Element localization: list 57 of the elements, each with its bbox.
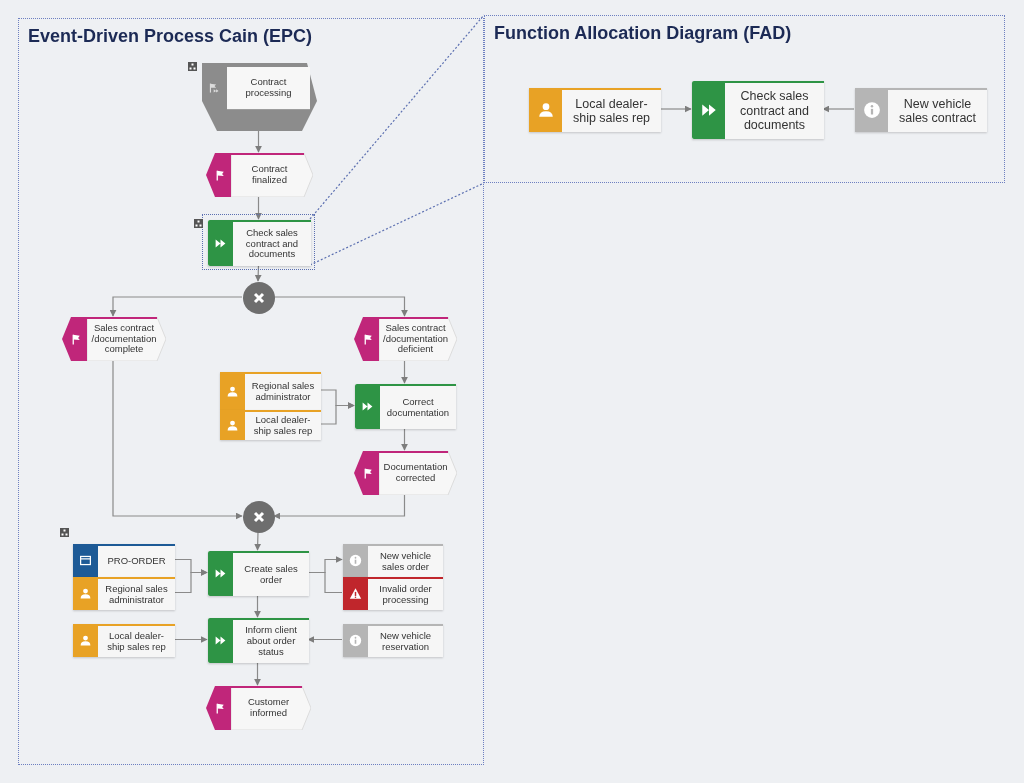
node-label: New vehicle sales contract (897, 96, 978, 126)
node-label: Sales contract /documentation deficient (382, 322, 449, 356)
risk-box (343, 577, 443, 610)
function-box (355, 384, 456, 429)
node-label: Regional sales administrator (250, 381, 316, 403)
node-label: Check sales contract and documents (739, 89, 810, 133)
function-box (208, 551, 309, 596)
arrow (254, 594, 261, 618)
information-box (343, 624, 443, 657)
function-box (208, 618, 309, 663)
xor-connector (243, 282, 275, 314)
node-label: Contract processing (244, 77, 293, 99)
zoom-line (309, 14, 485, 220)
arrow (401, 427, 408, 451)
node-label: PRO-ORDER (107, 556, 166, 567)
node-label: Sales contract /documentation complete (90, 322, 158, 356)
event-hexagon (62, 317, 166, 361)
org-unit-box (73, 624, 175, 657)
node-label: Regional sales administrator (104, 583, 169, 606)
node-label: Customer informed (246, 697, 291, 719)
node-label: New vehicle reservation (378, 630, 433, 653)
panel-title: Event-Driven Process Cain (EPC) (28, 25, 313, 48)
arrow (254, 531, 262, 551)
node-label: New vehicle sales order (378, 550, 433, 573)
node-label: Create sales order (243, 563, 299, 586)
xor-connector (243, 501, 275, 533)
org-unit-box (73, 577, 175, 610)
event-hexagon (354, 317, 457, 361)
arrow (273, 296, 408, 317)
arrow (109, 296, 243, 317)
node-label: Local dealer-ship sales rep (106, 630, 167, 653)
org-unit-box (220, 372, 321, 410)
event-hexagon (354, 451, 457, 495)
information-box (855, 88, 987, 132)
arrow (254, 264, 262, 282)
function-box (692, 81, 824, 139)
event-hexagon (206, 686, 311, 730)
node-label: Local dealer-ship sales rep (252, 415, 314, 437)
node-label: Contract finalized (250, 164, 289, 186)
arrow (255, 129, 262, 153)
node-label: Check sales contract and documents (244, 227, 300, 261)
node-label: Invalid order processing (378, 583, 433, 606)
node-label: Inform client about order status (244, 625, 298, 658)
panel-title: Function Allocation Diagram (FAD) (494, 22, 792, 45)
dashed-panel (484, 15, 1005, 183)
function-box (208, 220, 311, 266)
org-unit-box (220, 410, 321, 440)
event-hexagon (206, 153, 313, 197)
arrow (254, 661, 261, 686)
node-label: Documentation corrected (382, 462, 449, 484)
application-system-box (73, 544, 175, 577)
dashed-panel (18, 18, 484, 765)
node-label: Correct documentation (385, 396, 451, 419)
node-label: Local dealer-ship sales rep (571, 96, 652, 126)
org-unit-box (529, 88, 661, 132)
process-interface-shape (202, 63, 317, 131)
information-box (343, 544, 443, 577)
